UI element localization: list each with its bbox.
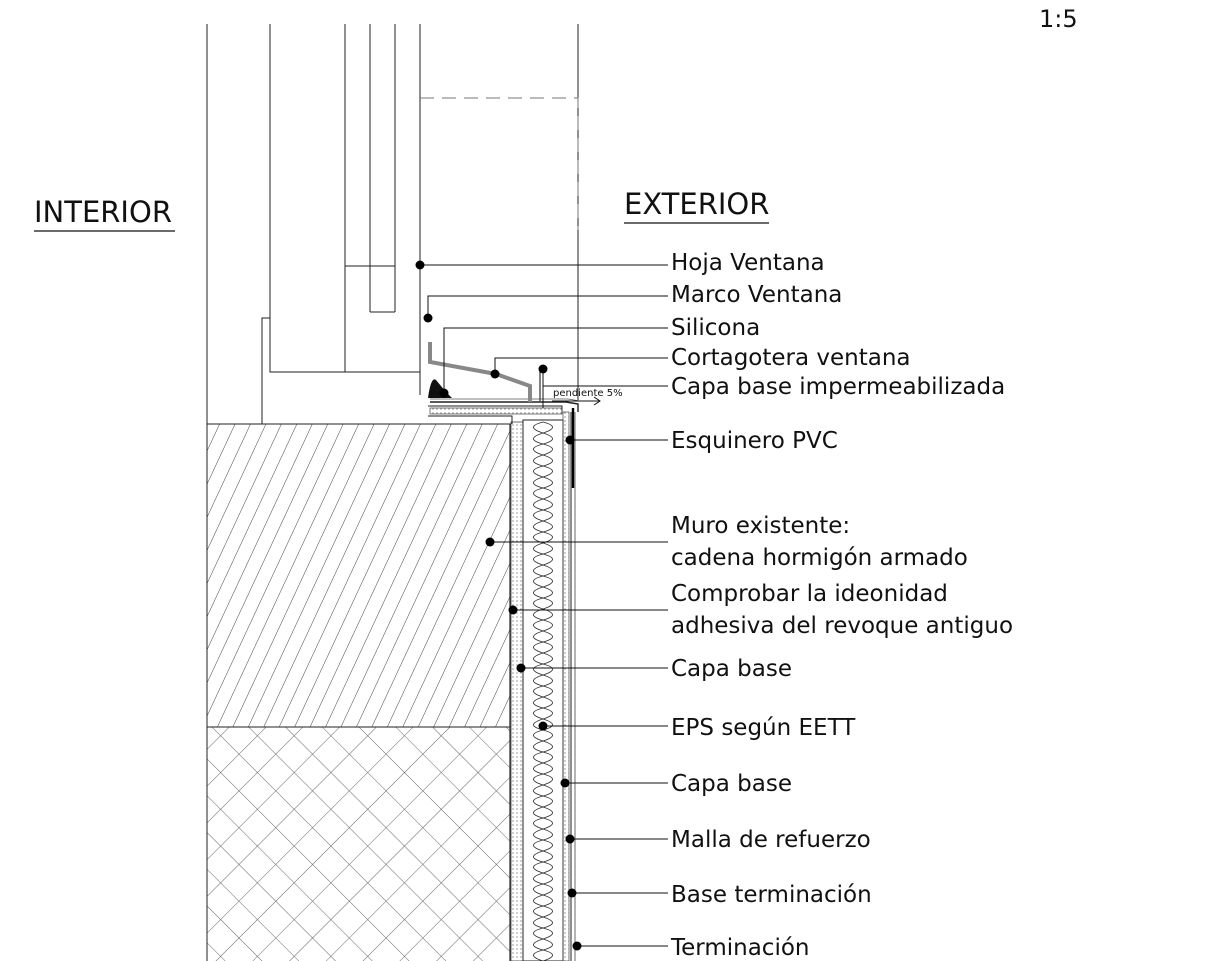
callout-label-capa-impermeabilizada: Capa base impermeabilizada xyxy=(671,374,1005,400)
leader-dot-capa-base-2 xyxy=(560,778,570,788)
leader-line-silicona xyxy=(443,327,668,393)
leader-dot-base-terminacion xyxy=(567,888,577,898)
callout-label-revoque-line-2: adhesiva del revoque antiguo xyxy=(671,613,1013,639)
leader-dot-eps xyxy=(538,721,548,731)
existing-wall xyxy=(206,423,511,961)
interior-label: INTERIOR xyxy=(34,195,172,229)
leader-dot-cortagotera xyxy=(490,369,500,379)
callout-label-marco: Marco Ventana xyxy=(671,282,842,308)
leader-dot-revoque xyxy=(508,605,518,615)
leader-dot-marco xyxy=(423,313,433,323)
leader-line-cortagotera xyxy=(494,357,668,374)
callout-label-hoja: Hoja Ventana xyxy=(671,250,825,276)
callout-label-base-terminacion: Base terminación xyxy=(671,882,872,908)
callout-label-malla: Malla de refuerzo xyxy=(671,827,871,853)
leader-line-marco xyxy=(427,295,668,318)
callout-label-revoque-line-1: Comprobar la ideonidad xyxy=(671,581,948,607)
window-frame xyxy=(206,24,579,425)
leader-dot-capa-impermeabilizada xyxy=(538,364,548,374)
leader-line-capa-impermeabilizada xyxy=(542,369,668,408)
callout-label-muro-line-2: cadena hormigón armado xyxy=(671,545,968,571)
sill-layers xyxy=(428,398,581,424)
callout-label-terminacion: Terminación xyxy=(670,935,810,961)
callout-label-esquinero: Esquinero PVC xyxy=(671,428,838,454)
leader-dot-terminacion xyxy=(572,941,582,951)
scale-label: 1:5 xyxy=(1039,5,1078,33)
callout-label-capa-base-2: Capa base xyxy=(671,771,792,797)
callout-label-silicona: Silicona xyxy=(671,315,760,341)
exterior-label: EXTERIOR xyxy=(624,187,769,221)
silicone-bead xyxy=(428,379,452,398)
slope-note: pendiente 5% xyxy=(553,388,623,399)
slope-arrow: pendiente 5% xyxy=(552,388,623,406)
leader-dot-capa-base-1 xyxy=(516,663,526,673)
leader-dot-silicona xyxy=(439,388,449,398)
leader-dot-malla xyxy=(565,834,575,844)
callout-label-cortagotera: Cortagotera ventana xyxy=(671,345,911,371)
base-coat-layer xyxy=(510,421,524,961)
leader-dot-esquinero xyxy=(565,435,575,445)
callout-label-muro-line-1: Muro existente: xyxy=(671,513,850,539)
callout-label-capa-base-1: Capa base xyxy=(671,656,792,682)
finish-layers xyxy=(562,408,576,961)
leader-dot-muro xyxy=(485,537,495,547)
leader-dot-hoja xyxy=(415,260,425,270)
eps-insulation xyxy=(522,419,564,961)
callout-label-eps: EPS según EETT xyxy=(671,715,856,741)
